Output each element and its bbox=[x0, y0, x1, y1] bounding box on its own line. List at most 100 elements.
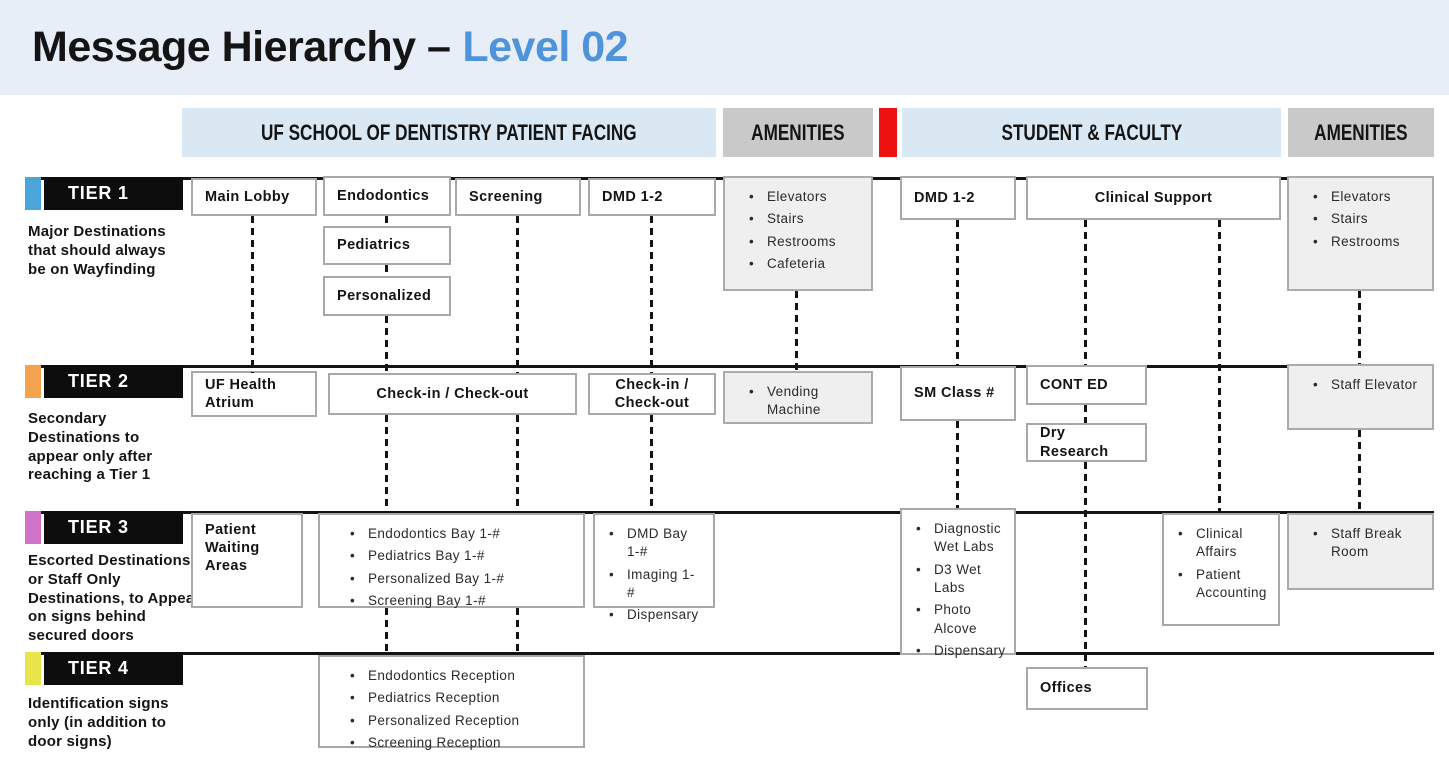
connector-amenities-vending bbox=[795, 291, 798, 371]
node-clinical-support: Clinical Support bbox=[1026, 176, 1281, 220]
list-item: Cafeteria bbox=[747, 255, 857, 274]
connector-checkin-bays-right bbox=[516, 415, 519, 513]
connector-amenities-staffelevator bbox=[1358, 291, 1361, 364]
connector-personalized-checkin bbox=[385, 316, 388, 373]
connector-bays-receptions-left bbox=[385, 608, 388, 655]
tier3-label: TIER 3 bbox=[44, 511, 183, 544]
list-item: Restrooms bbox=[747, 233, 857, 252]
list-item: Staff Elevator bbox=[1311, 376, 1418, 395]
list-item: Personalized Bay 1-# bbox=[348, 570, 569, 589]
node-sm-class: SM Class # bbox=[900, 366, 1016, 421]
node-check-in-out-patient: Check-in / Check-out bbox=[328, 373, 577, 415]
node-screening: Screening bbox=[455, 178, 581, 216]
admin-box: Clinical AffairsPatient Accounting bbox=[1162, 513, 1280, 626]
node-label: Main Lobby bbox=[205, 188, 290, 205]
column-header-amenities-left: AMENITIES bbox=[723, 108, 873, 157]
staff-break-list: Staff Break Room bbox=[1311, 525, 1418, 562]
connector-bays-receptions-right bbox=[516, 608, 519, 655]
amenities-patient-list: ElevatorsStairsRestroomsCafeteria bbox=[747, 188, 857, 274]
node-label: DMD 1-2 bbox=[602, 188, 663, 205]
tier1-accent bbox=[25, 177, 41, 210]
node-personalized: Personalized bbox=[323, 276, 451, 316]
tier-label-text: TIER 4 bbox=[68, 658, 129, 678]
node-check-in-out-dmd: Check-in / Check-out bbox=[588, 373, 716, 415]
staff-break-box: Staff Break Room bbox=[1287, 513, 1434, 590]
title-banner bbox=[0, 0, 1449, 95]
list-item: Dispensary bbox=[607, 606, 699, 625]
staff-elevator-box: Staff Elevator bbox=[1287, 364, 1434, 430]
dmd-bays-box: DMD Bay 1-#Imaging 1-#Dispensary bbox=[593, 513, 715, 625]
tier2-accent bbox=[25, 365, 41, 398]
list-item: Stairs bbox=[1311, 210, 1418, 229]
connector-main-lobby-atrium bbox=[251, 216, 254, 373]
tier4-accent bbox=[25, 652, 41, 685]
list-item: Pediatrics Bay 1-# bbox=[348, 547, 569, 566]
vending-list: Vending Machine bbox=[747, 383, 857, 420]
column-header-label: STUDENT & FACULTY bbox=[1001, 119, 1182, 145]
amenities-staff-box: ElevatorsStairsRestrooms bbox=[1287, 176, 1434, 291]
admin-list: Clinical AffairsPatient Accounting bbox=[1176, 525, 1274, 602]
node-label: Offices bbox=[1040, 680, 1092, 697]
node-cont-ed: CONT ED bbox=[1026, 365, 1147, 405]
amenities-staff-list: ElevatorsStairsRestrooms bbox=[1311, 188, 1418, 251]
list-item: Pediatrics Reception bbox=[348, 689, 569, 708]
node-label: Dry Research bbox=[1040, 425, 1109, 460]
labs-box: Diagnostic Wet Labs D3 Wet LabsPhoto Alco… bbox=[900, 508, 1016, 661]
list-item: Elevators bbox=[1311, 188, 1418, 207]
amenities-patient-box: ElevatorsStairsRestroomsCafeteria bbox=[723, 176, 873, 291]
connector-dryresearch-offices bbox=[1084, 462, 1087, 667]
tier3-description: Escorted Destinations or Staff Only Dest… bbox=[28, 552, 201, 644]
node-patient-waiting-areas: Patient Waiting Areas bbox=[191, 513, 303, 608]
page-title-level: Level 02 bbox=[462, 23, 629, 71]
tier-label-text: TIER 3 bbox=[68, 517, 129, 537]
tier3-line bbox=[25, 511, 1434, 514]
node-label: Check-in / Check-out bbox=[376, 385, 529, 402]
node-label: Endodontics bbox=[337, 187, 430, 204]
treatment-bays-list: Endodontics Bay 1-# Pediatrics Bay 1-# Per… bbox=[348, 525, 569, 611]
list-item: DMD Bay 1-# bbox=[607, 525, 699, 562]
list-item: Restrooms bbox=[1311, 233, 1418, 252]
node-label: Check-in / Check-out bbox=[614, 376, 690, 411]
tier2-line bbox=[25, 365, 1434, 368]
connector-screening-checkin bbox=[516, 216, 519, 373]
column-header-patient-facing: UF SCHOOL OF DENTISTRY PATIENT FACING bbox=[182, 108, 716, 157]
node-endodontics: Endodontics bbox=[323, 176, 451, 216]
tier-label-text: TIER 2 bbox=[68, 371, 129, 391]
list-item: Screening Bay 1-# bbox=[348, 592, 569, 611]
list-item: Endodontics Bay 1-# bbox=[348, 525, 569, 544]
node-main-lobby: Main Lobby bbox=[191, 178, 317, 216]
column-header-amenities-right: AMENITIES bbox=[1288, 108, 1434, 157]
list-item: Patient Accounting bbox=[1176, 566, 1274, 603]
list-item: Personalized Reception bbox=[348, 712, 569, 731]
list-item: Photo Alcove bbox=[914, 601, 1010, 638]
list-item: D3 Wet Labs bbox=[914, 561, 1010, 598]
connector-dmd-checkin bbox=[650, 216, 653, 373]
labs-list: Diagnostic Wet Labs D3 Wet LabsPhoto Alco… bbox=[914, 520, 1010, 661]
node-label: SM Class # bbox=[914, 385, 995, 402]
node-label: Patient Waiting Areas bbox=[205, 522, 260, 575]
connector-clinical-conted bbox=[1084, 220, 1087, 365]
tier4-label: TIER 4 bbox=[44, 652, 183, 685]
node-label: Screening bbox=[469, 188, 543, 205]
node-label: Pediatrics bbox=[337, 237, 411, 254]
receptions-box: Endodontics ReceptionPediatrics Receptio… bbox=[318, 655, 585, 753]
connector-dmd-smclass bbox=[956, 220, 959, 366]
page-title: Message Hierarchy –Level 02 bbox=[32, 0, 629, 95]
tier3-accent bbox=[25, 511, 41, 544]
red-divider bbox=[879, 108, 897, 157]
list-item: Vending Machine bbox=[747, 383, 857, 420]
vending-box: Vending Machine bbox=[723, 371, 873, 424]
staff-elevator-list: Staff Elevator bbox=[1311, 376, 1418, 395]
list-item: Staff Break Room bbox=[1311, 525, 1418, 562]
node-pediatrics: Pediatrics bbox=[323, 226, 451, 265]
node-label: CONT ED bbox=[1040, 376, 1109, 393]
node-label: DMD 1-2 bbox=[914, 189, 975, 206]
node-dry-research: Dry Research bbox=[1026, 423, 1147, 462]
list-item: Diagnostic Wet Labs bbox=[914, 520, 1010, 557]
tier-label-text: TIER 1 bbox=[68, 183, 129, 203]
node-offices: Offices bbox=[1026, 667, 1148, 710]
connector-conted-dryresearch bbox=[1084, 405, 1087, 423]
connector-staffelevator-breakroom bbox=[1358, 430, 1361, 513]
receptions-list: Endodontics ReceptionPediatrics Receptio… bbox=[348, 667, 569, 753]
